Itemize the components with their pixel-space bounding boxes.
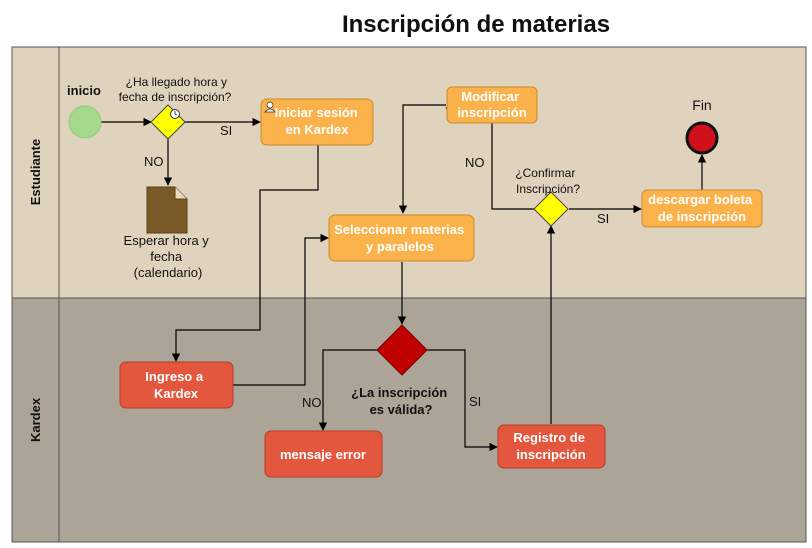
edge-label-confirm-no: NO: [465, 155, 485, 170]
edge-label-time-no: NO: [144, 154, 164, 169]
task-modify: [446, 86, 538, 124]
edge-kardex-login-to-select: [233, 233, 329, 386]
task-error-label: mensaje error: [280, 447, 366, 462]
end-label: Fin: [692, 97, 711, 113]
task-select-label: Seleccionar materias y paralelos: [334, 222, 468, 254]
user-icon: [264, 101, 276, 113]
lane-label-kardex: Kardex: [28, 397, 43, 442]
task-modify-label: Modificar inscripción: [457, 89, 526, 120]
valid-gateway-question: ¿La inscripción es válida?: [351, 385, 451, 417]
edge-label-confirm-yes: SI: [597, 211, 609, 226]
edge-valid-yes-to-register: [426, 349, 498, 452]
task-login: [260, 98, 374, 146]
start-event: [68, 105, 102, 139]
task-kardex-login: [119, 361, 234, 409]
edges: [101, 103, 707, 452]
task-login-label: Iniciar sesión en Kardex: [275, 105, 362, 137]
task-select: [328, 214, 475, 262]
lane-header-student: [11, 46, 60, 299]
end-event: [685, 121, 719, 155]
task-download: [641, 189, 763, 228]
task-error: [264, 430, 383, 478]
document-fold: [174, 187, 187, 200]
confirm-gateway: [533, 191, 569, 227]
edge-modify-to-select: [398, 104, 446, 214]
wait-document-label: Esperar hora y fecha (calendario): [124, 233, 213, 280]
page-title: Inscripción de materias: [342, 11, 610, 38]
start-label: inicio: [67, 83, 101, 98]
edge-label-valid-yes: SI: [469, 394, 481, 409]
edge-label-valid-no: NO: [302, 395, 322, 410]
pool: Estudiante Kardex: [11, 46, 807, 543]
valid-gateway: [376, 324, 428, 376]
task-kardex-login-label: Ingreso a Kardex: [145, 369, 206, 401]
edge-login-to-kardex-login: [171, 145, 319, 362]
lane-header-kardex: [11, 297, 60, 543]
confirm-gateway-question: ¿Confirmar Inscripción?: [515, 166, 580, 196]
task-register: [497, 424, 606, 469]
clock-icon: [170, 109, 180, 119]
lane-label-student: Estudiante: [28, 139, 43, 205]
time-gateway-question: ¿Ha llegado hora y fecha de inscripción?: [119, 75, 232, 104]
task-download-label: descargar boleta de inscripción: [648, 192, 756, 224]
edge-valid-no-to-error: [318, 349, 378, 431]
edge-label-time-yes: SI: [220, 123, 232, 138]
task-register-label: Registro de inscripción: [513, 430, 588, 462]
